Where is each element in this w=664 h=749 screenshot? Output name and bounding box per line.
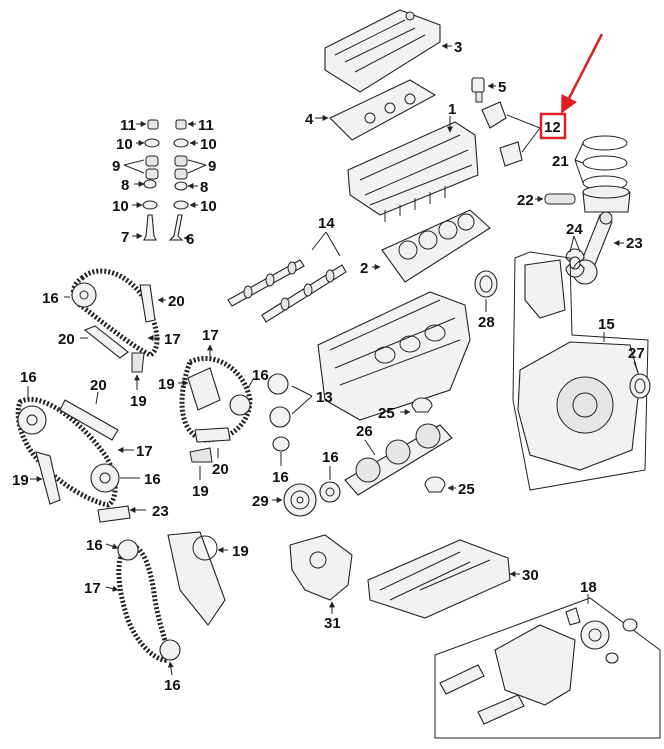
engine-block[interactable] [317,291,471,421]
callout-24[interactable]: 24 [566,221,583,238]
callout-22[interactable]: 22 [517,192,534,209]
timing-chain-left[interactable] [15,396,131,523]
callout-27[interactable]: 27 [628,345,645,362]
red-arrow-icon [560,33,604,114]
callout-16-f[interactable]: 16 [86,537,103,554]
callout-4[interactable]: 4 [305,111,314,128]
crank-seal[interactable] [629,373,651,399]
callout-14[interactable]: 14 [318,215,335,232]
leader-12 [506,114,541,153]
callout-6[interactable]: 6 [186,231,194,248]
callout-21[interactable]: 21 [552,153,569,170]
callout-16-e[interactable]: 16 [144,471,161,488]
timing-chain-lower[interactable] [116,531,226,663]
callout-20-c[interactable]: 20 [212,461,229,478]
callout-10-c[interactable]: 10 [112,198,129,215]
main-bearings[interactable] [411,397,446,493]
callout-10-d[interactable]: 10 [200,198,217,215]
leader-21 [574,142,584,184]
left-leaders [27,386,146,513]
crank-pulley[interactable] [283,483,317,517]
callout-16-g[interactable]: 16 [164,677,181,694]
callout-19-b[interactable]: 19 [158,376,175,393]
callout-17-a[interactable]: 17 [164,331,181,348]
callout-20-d[interactable]: 20 [90,377,107,394]
piston[interactable] [544,185,631,213]
balance-group-box [434,597,661,739]
callout-25-b[interactable]: 25 [458,481,475,498]
callout-28[interactable]: 28 [478,314,495,331]
callout-19-d[interactable]: 19 [12,472,29,489]
callout-25-a[interactable]: 25 [378,405,395,422]
balance-shaft-parts[interactable] [439,607,638,725]
callout-3[interactable]: 3 [454,39,462,56]
callout-8-right[interactable]: 8 [200,179,208,196]
valve-train-right[interactable] [168,119,189,241]
callout-17-c[interactable]: 17 [136,443,153,460]
upper-left-leaders [64,296,166,390]
callout-20-b[interactable]: 20 [58,331,75,348]
callout-8-left[interactable]: 8 [121,177,129,194]
middle-leaders [178,344,313,480]
sensor[interactable] [471,77,485,103]
callout-16-b[interactable]: 16 [252,367,269,384]
callout-13[interactable]: 13 [316,389,333,406]
callout-31[interactable]: 31 [324,615,341,632]
callout-17-b[interactable]: 17 [202,327,219,344]
callout-19-a[interactable]: 19 [130,393,147,410]
callout-17-d[interactable]: 17 [84,580,101,597]
cylinder-head[interactable] [347,121,479,222]
flywheel-group-box [512,251,649,491]
piston-rings[interactable] [582,135,628,191]
callout-9-left[interactable]: 9 [112,158,120,175]
callout-29[interactable]: 29 [252,493,269,510]
leader-14 [311,231,341,257]
timing-chain-middle[interactable] [179,355,291,463]
callout-26[interactable]: 26 [356,423,373,440]
callout-5[interactable]: 5 [498,79,506,96]
callout-2[interactable]: 2 [360,260,368,277]
oil-pump[interactable] [289,534,353,601]
callout-12[interactable]: 12 [544,119,561,136]
callout-19-e[interactable]: 19 [232,543,249,560]
camshafts[interactable] [227,259,347,323]
highlight-box [539,112,567,140]
leader-27 [633,361,639,373]
lower-leaders [105,543,228,676]
callout-9-right[interactable]: 9 [208,158,216,175]
crank-sprocket[interactable] [319,481,341,503]
callout-10-b[interactable]: 10 [200,136,217,153]
leader-26 [364,439,376,456]
head-gasket[interactable] [381,209,491,283]
callout-16-d[interactable]: 16 [20,369,37,386]
camshaft-adjuster-parts[interactable] [481,101,523,167]
crankshaft[interactable] [344,423,453,496]
callout-23-rod[interactable]: 23 [626,235,643,252]
callout-19-c[interactable]: 19 [192,483,209,500]
callout-11-right[interactable]: 11 [198,117,214,134]
callout-labels: 3 5 1 4 12 21 22 24 23 2 14 28 15 27 11 … [12,39,645,694]
flywheel-housing[interactable] [517,259,641,471]
callout-20-a[interactable]: 20 [168,293,185,310]
valve-cover[interactable] [324,9,441,93]
callout-11-left[interactable]: 11 [120,117,136,134]
callout-7[interactable]: 7 [121,229,129,246]
callout-15[interactable]: 15 [598,316,615,333]
seal[interactable] [474,270,498,298]
timing-chain-upper-left[interactable] [71,268,160,373]
callout-30[interactable]: 30 [522,567,539,584]
callout-16-h[interactable]: 16 [322,449,339,466]
callout-1[interactable]: 1 [448,101,456,118]
callout-18[interactable]: 18 [580,579,597,596]
callout-16-a[interactable]: 16 [42,290,59,307]
valve-leaders [123,121,207,241]
valve-cover-gasket[interactable] [329,79,437,141]
valve-train-left[interactable] [142,119,160,241]
callout-16-c[interactable]: 16 [272,469,289,486]
oil-pan[interactable] [367,539,511,619]
leader-24 [569,235,581,253]
callout-23-b[interactable]: 23 [152,503,169,520]
callout-10-a[interactable]: 10 [116,136,133,153]
